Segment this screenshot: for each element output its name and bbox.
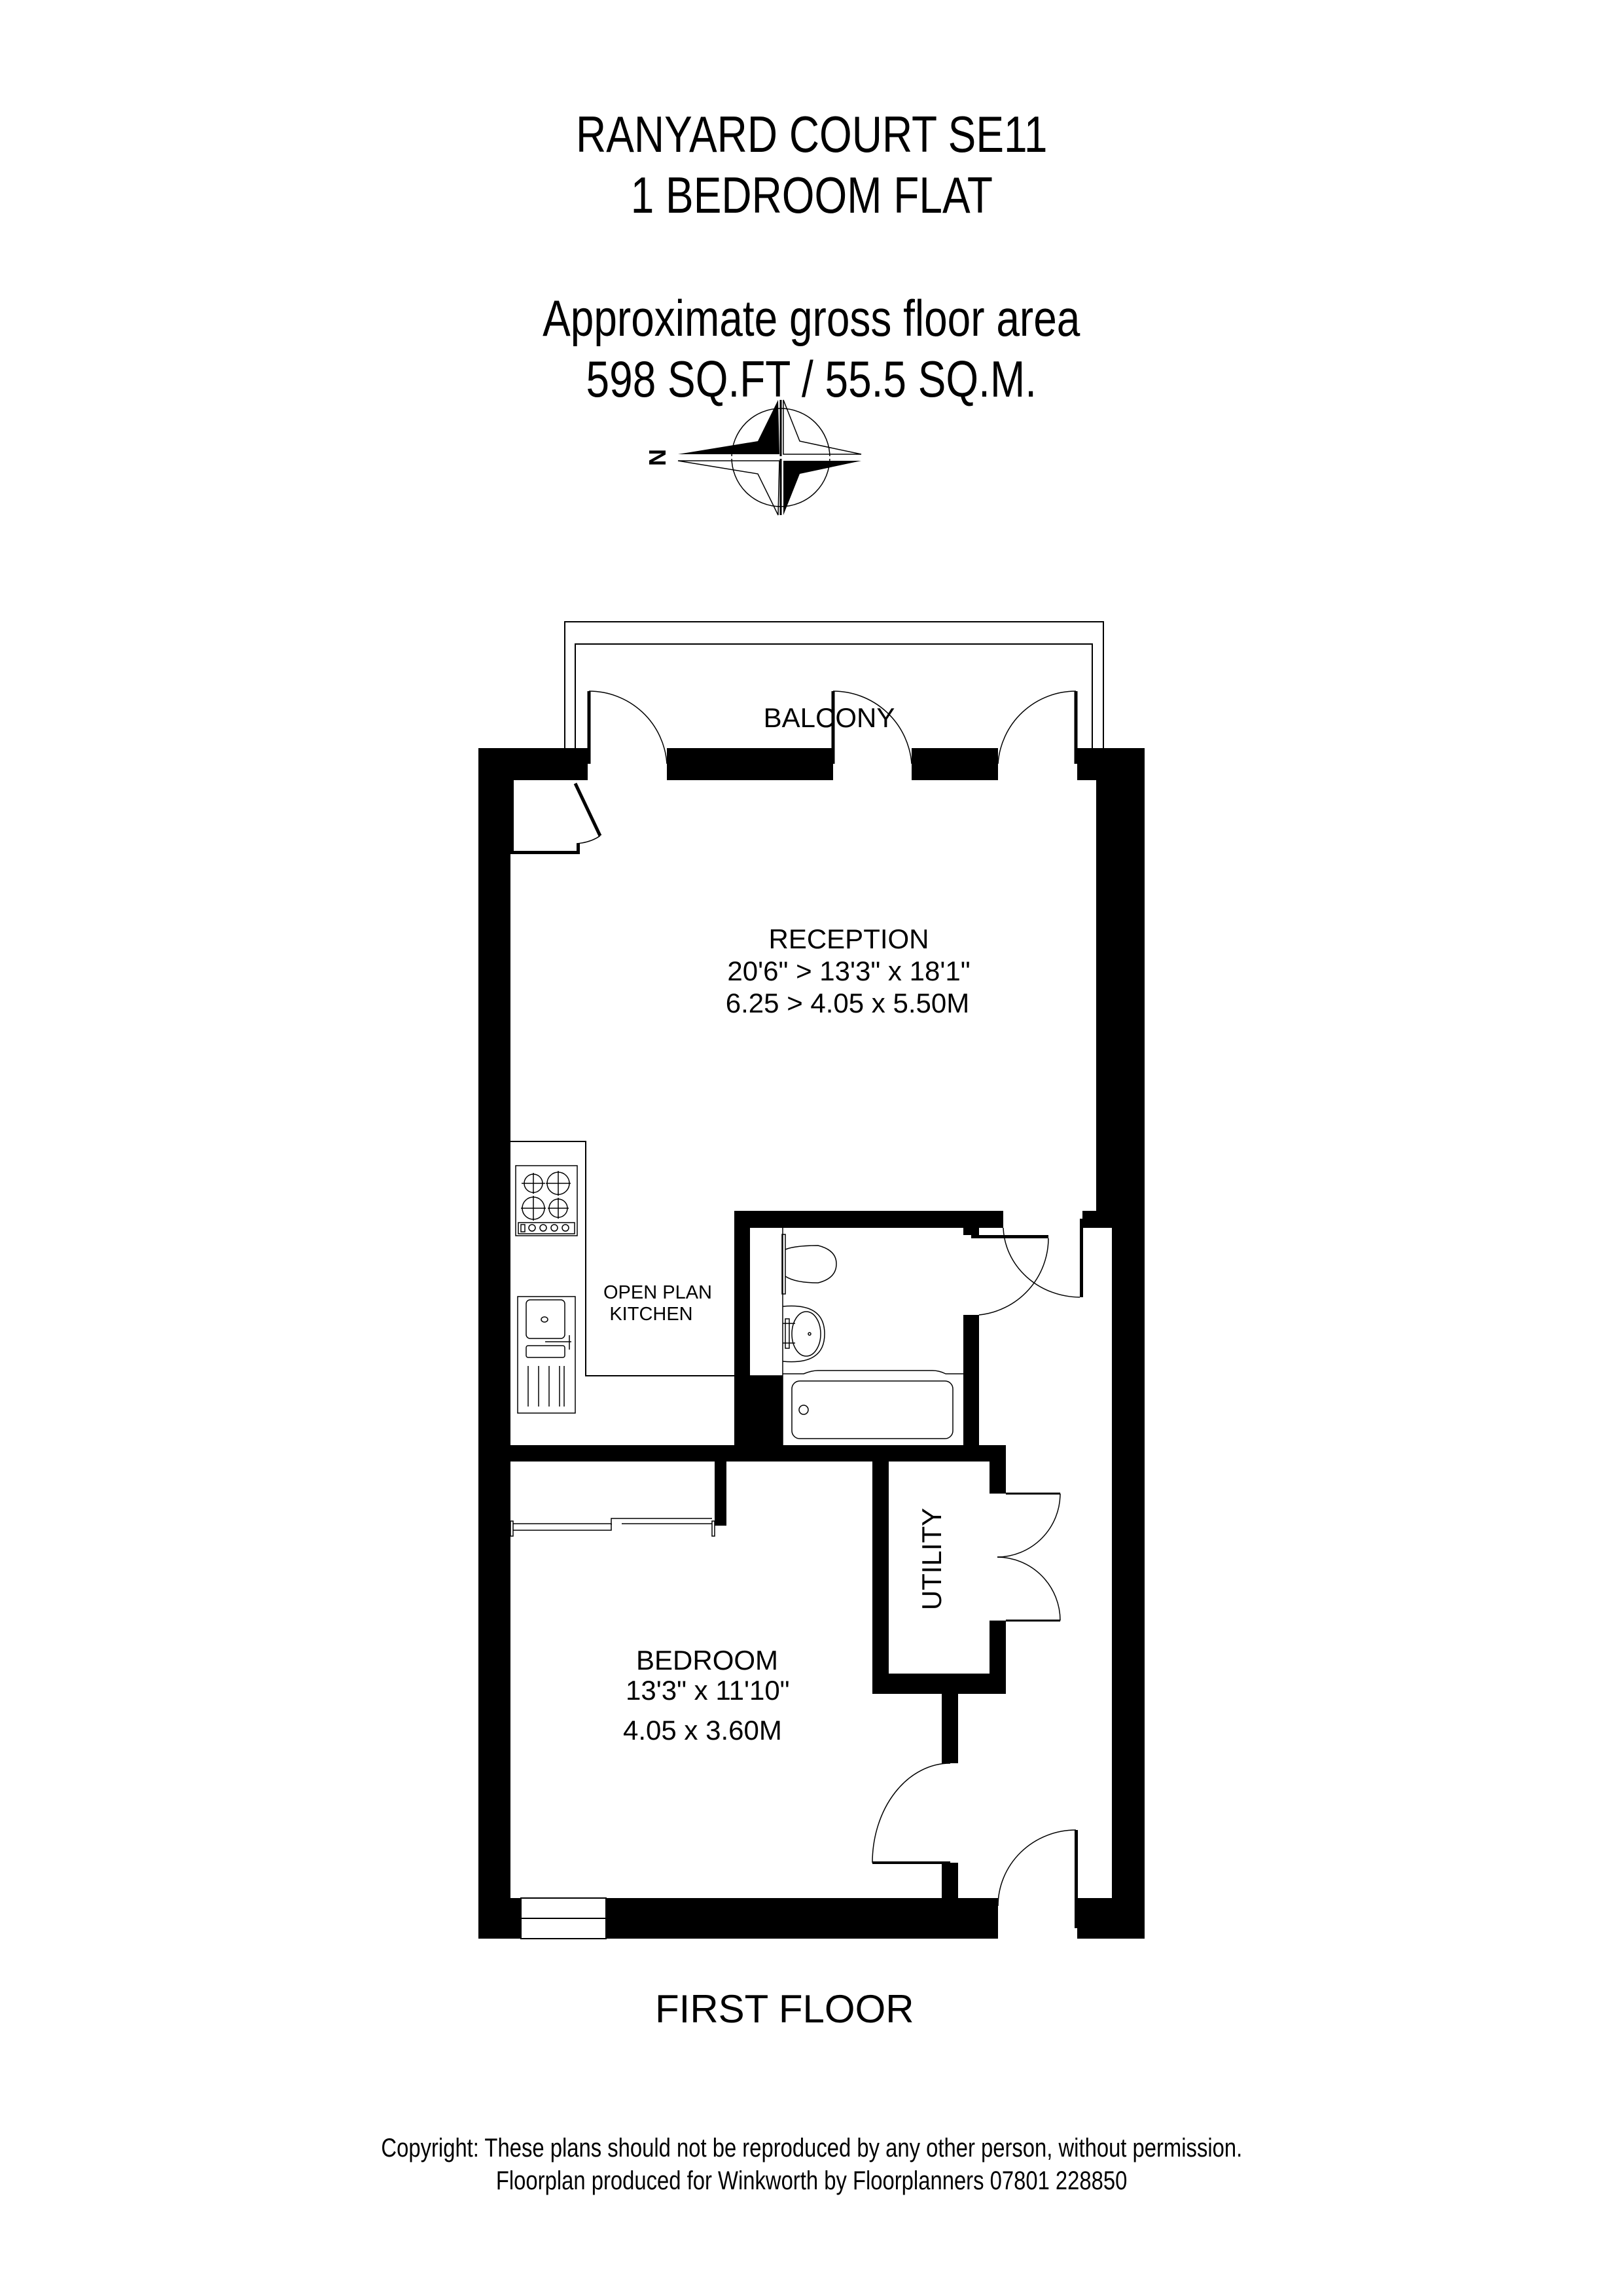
bedroom-dim-imperial: 13'3" x 11'10" xyxy=(626,1675,790,1706)
wardrobe-sliding-doors xyxy=(510,1518,715,1537)
credit-text: Floorplan produced for Winkworth by Floo… xyxy=(495,2166,1128,2195)
balcony-label: BALCONY xyxy=(731,704,927,732)
balcony-door-2[interactable] xyxy=(831,691,912,764)
kitchen-label-line2: KITCHEN xyxy=(592,1305,710,1324)
kitchen-sink-icon xyxy=(517,1296,576,1414)
bedroom-label: BEDROOM xyxy=(636,1647,778,1674)
bedroom-dim-metric: 4.05 x 3.60M xyxy=(623,1715,782,1746)
balcony-door-3[interactable] xyxy=(997,691,1078,764)
reception-dimensions-metric: 6.25 > 4.05 x 5.50M xyxy=(717,990,978,1017)
bathroom-fixtures xyxy=(750,1228,963,1445)
property-type-text: 1 BEDROOM FLAT xyxy=(630,166,993,224)
kitchen-name-1: OPEN PLAN xyxy=(603,1282,712,1303)
reception-name: RECEPTION xyxy=(768,924,929,954)
bedroom-name: BEDROOM xyxy=(636,1645,779,1676)
kitchen-name-2: KITCHEN xyxy=(609,1304,693,1325)
copyright-notice: Copyright: These plans should not be rep… xyxy=(0,2135,1623,2161)
hob-icon xyxy=(515,1165,578,1236)
reception-dim-imperial: 20'6" > 13'3" x 18'1" xyxy=(727,956,971,986)
north-arrow-compass-icon xyxy=(677,399,862,516)
floor-label-text: FIRST FLOOR xyxy=(655,1987,914,2031)
reception-dim-metric: 6.25 > 4.05 x 5.50M xyxy=(725,988,970,1018)
property-title-text: RANYARD COURT SE11 xyxy=(575,105,1048,163)
property-type: 1 BEDROOM FLAT xyxy=(0,170,1623,221)
bedroom-door[interactable] xyxy=(872,1763,951,1864)
utility-doors[interactable] xyxy=(997,1492,1061,1622)
property-title: RANYARD COURT SE11 xyxy=(0,109,1623,160)
area-label-text: Approximate gross floor area xyxy=(543,289,1080,347)
bedroom-dimensions-metric: 4.05 x 3.60M xyxy=(623,1717,782,1744)
bedroom-dimensions-imperial: 13'3" x 11'10" xyxy=(626,1677,790,1704)
floor-label: FIRST FLOOR xyxy=(655,1990,914,2029)
hallway-door[interactable] xyxy=(1003,1219,1083,1298)
utility-name: UTILITY xyxy=(916,1507,947,1611)
reception-label: RECEPTION xyxy=(718,925,980,953)
floorplan-credit: Floorplan produced for Winkworth by Floo… xyxy=(0,2168,1623,2194)
reception-dimensions-imperial: 20'6" > 13'3" x 18'1" xyxy=(718,958,980,985)
balcony-railing xyxy=(564,621,1104,748)
copyright-text: Copyright: These plans should not be rep… xyxy=(381,2134,1242,2162)
cupboard xyxy=(514,782,602,854)
bathroom-door[interactable] xyxy=(971,1235,1049,1316)
balcony-door-1[interactable] xyxy=(587,691,668,764)
utility-label: UTILITY xyxy=(866,1508,997,1610)
area-value: 598 SQ.FT / 55.5 SQ.M. xyxy=(0,353,1623,404)
area-value-text: 598 SQ.FT / 55.5 SQ.M. xyxy=(586,350,1037,408)
north-letter: N xyxy=(644,449,671,466)
area-label: Approximate gross floor area xyxy=(0,293,1623,344)
balcony-name: BALCONY xyxy=(763,702,895,733)
kitchen-label-line1: OPEN PLAN xyxy=(599,1283,717,1302)
compass-north-label: N xyxy=(644,446,671,469)
kitchen-counter xyxy=(510,1141,734,1376)
entrance-door[interactable] xyxy=(997,1829,1078,1928)
walls xyxy=(478,748,1145,1939)
bedroom-window xyxy=(520,1897,607,1939)
